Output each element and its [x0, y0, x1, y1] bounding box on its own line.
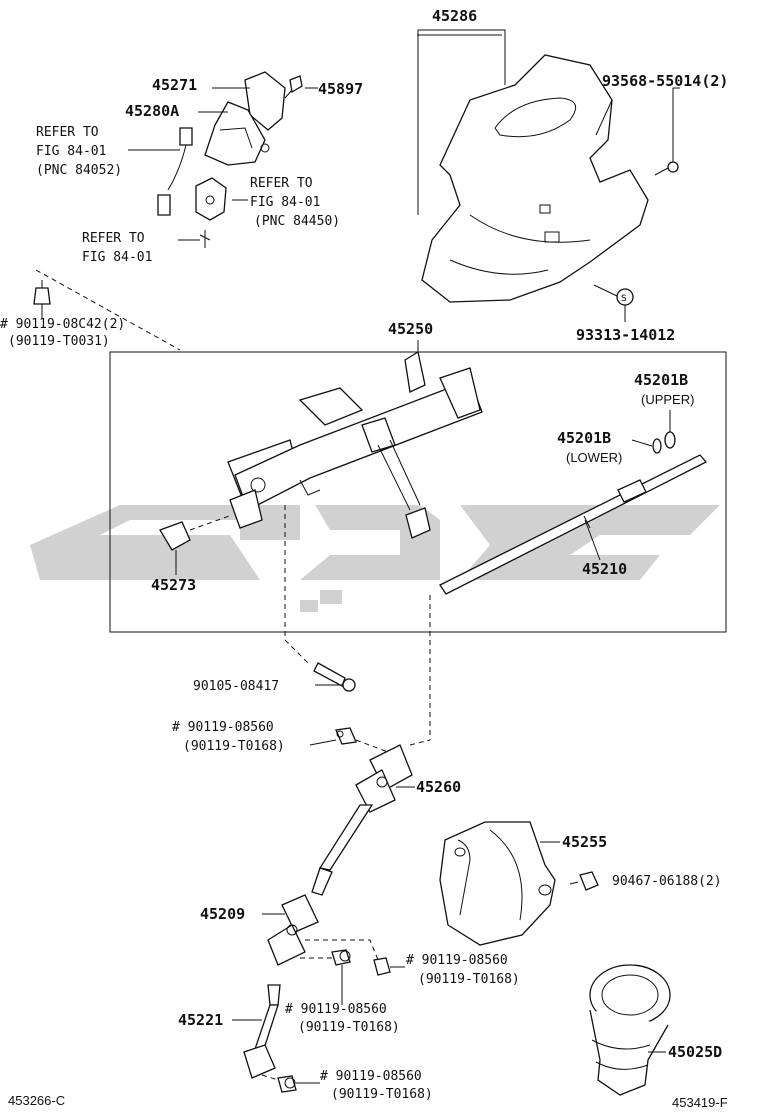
label-45210: 45210 — [582, 560, 628, 578]
cover-45255 — [439, 821, 560, 946]
refer-note-2-line-2: FIG 84-01 — [250, 195, 321, 210]
svg-text:S: S — [621, 294, 627, 304]
label-45273: 45273 — [151, 576, 197, 594]
label-45221: 45221 — [178, 1011, 224, 1029]
leader-45286 — [417, 29, 506, 215]
label-90105-08417: 90105-08417 — [193, 679, 280, 694]
refer-note-3-line-2: FIG 84-01 — [82, 250, 153, 265]
label-45271: 45271 — [152, 76, 198, 94]
clip-90467 — [569, 871, 599, 891]
bolt-90119-08c42 — [33, 269, 181, 351]
label-45201b-lower: 45201B — [557, 429, 612, 447]
boot-45025d — [589, 964, 671, 1096]
snap-rings-45201b — [631, 410, 676, 454]
label-bolt-b-1: # 90119-08560 — [406, 953, 508, 968]
refer-note-1-line-3: (PNC 84052) — [36, 163, 123, 178]
figure-code-right: 453419-F — [672, 1095, 728, 1110]
label-90467: 90467-06188(2) — [612, 874, 722, 889]
universal-joint-45209 — [262, 894, 379, 966]
refer-note-2-line-1: REFER TO — [250, 176, 313, 191]
label-45209: 45209 — [200, 905, 246, 923]
refer-note-3-line-1: REFER TO — [82, 231, 145, 246]
label-45260: 45260 — [416, 778, 462, 796]
label-45280a: 45280A — [125, 102, 180, 120]
screw-93568 — [654, 87, 680, 176]
bolt-c — [300, 949, 351, 1005]
label-93313: 93313-14012 — [576, 326, 676, 344]
refer-note-1-line-1: REFER TO — [36, 125, 99, 140]
label-45250: 45250 — [388, 320, 434, 338]
label-bolt-d-2: (90119-T0168) — [331, 1087, 433, 1102]
label-90119-t0031: (90119-T0031) — [8, 334, 110, 349]
intermediate-shaft-45260 — [311, 739, 431, 896]
label-45201b-upper: 45201B — [634, 371, 689, 389]
watermark-logo — [30, 505, 720, 612]
label-bolt-c-1: # 90119-08560 — [285, 1002, 387, 1017]
bolt-d — [261, 1074, 320, 1093]
shaft-45221 — [232, 984, 281, 1079]
label-bolt-b-2: (90119-T0168) — [418, 972, 520, 987]
bush-45273 — [159, 514, 233, 575]
bolt-a — [309, 727, 389, 753]
label-bolt-a-2: (90119-T0168) — [183, 739, 285, 754]
label-bolt-d-1: # 90119-08560 — [320, 1069, 422, 1084]
column-cover-45286 — [421, 54, 649, 303]
label-bolt-c-2: (90119-T0168) — [298, 1020, 400, 1035]
label-upper: (UPPER) — [641, 392, 695, 407]
label-45897: 45897 — [318, 80, 364, 98]
bolt-90105-08417 — [284, 505, 356, 692]
label-45025d: 45025D — [668, 1043, 723, 1061]
bolt-b — [373, 957, 405, 976]
label-45255: 45255 — [562, 833, 608, 851]
switch-parts-top-left — [128, 71, 318, 248]
refer-note-1-line-2: FIG 84-01 — [36, 144, 107, 159]
refer-note-2-line-3: (PNC 84450) — [254, 214, 341, 229]
clip-93313: S — [593, 284, 634, 322]
label-45286: 45286 — [432, 7, 478, 25]
label-90119-08c42: # 90119-08C42(2) — [0, 317, 126, 332]
main-shaft-45210 — [429, 454, 708, 740]
figure-code-left: 453266-C — [8, 1093, 66, 1108]
label-93568: 93568-55014(2) — [602, 72, 729, 90]
label-lower: (LOWER) — [566, 450, 623, 465]
steering-column-45250 — [227, 350, 483, 539]
label-bolt-a-1: # 90119-08560 — [172, 720, 274, 735]
